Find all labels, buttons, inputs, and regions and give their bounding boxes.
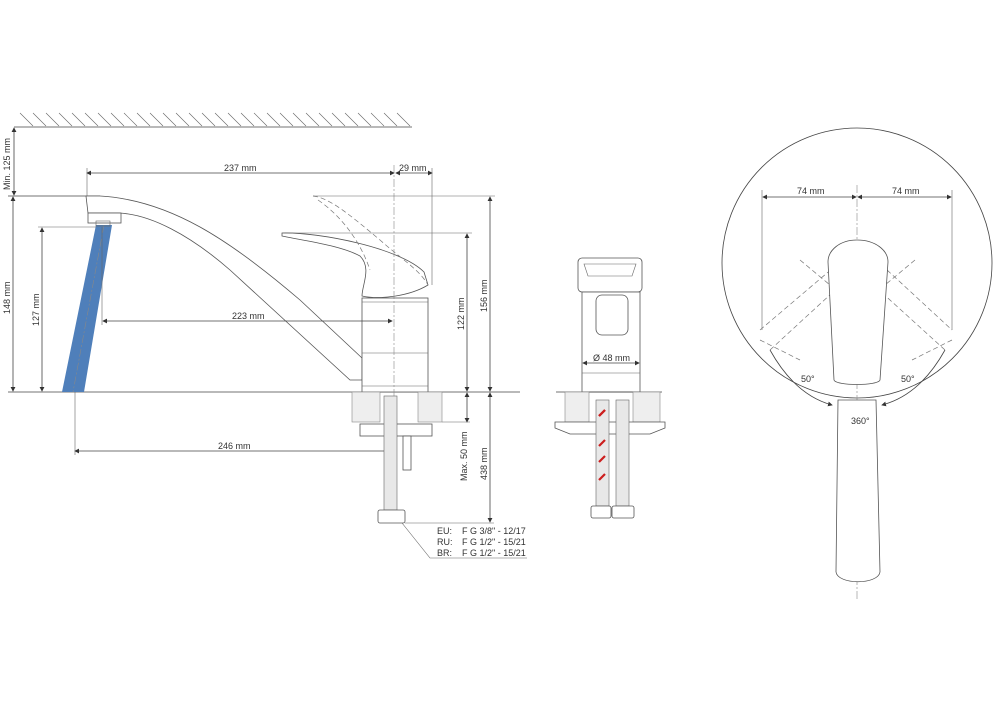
spec-value: F G 3/8" - 12/17 — [462, 526, 526, 536]
spec-value: F G 1/2" - 15/21 — [462, 548, 526, 558]
dim-min-clearance: Min. 125 mm — [2, 138, 12, 190]
dim-spout-reach: 237 mm — [224, 163, 257, 173]
side-view: Min. 125 mm 237 mm 29 mm 148 mm 127 mm 2… — [2, 112, 527, 559]
mounting-plate-front — [554, 421, 666, 435]
lever — [281, 232, 429, 298]
lever-raised-dashed — [312, 195, 429, 286]
hose-nut — [377, 509, 406, 524]
dim-base-reach: 246 mm — [218, 441, 251, 451]
water-stream — [62, 225, 112, 392]
dim-lever-offset: 29 mm — [399, 163, 427, 173]
handle-top — [835, 399, 881, 583]
lever-top — [827, 239, 889, 385]
rotation-label: 360° — [851, 416, 870, 426]
connection-specs: EU: F G 3/8" - 12/17 RU: F G 1/2" - 15/2… — [437, 526, 526, 558]
front-view: Ø 48 mm — [554, 257, 666, 519]
spec-region: BR: — [437, 548, 452, 558]
spec-region: EU: — [437, 526, 452, 536]
spec-value: F G 1/2" - 15/21 — [462, 537, 526, 547]
dim-hose-length: 438 mm — [479, 447, 489, 480]
dim-max-counter: Max. 50 mm — [459, 431, 469, 481]
dimension-lines — [10, 127, 495, 524]
dim-spout-height: 148 mm — [2, 281, 12, 314]
countertop-section — [351, 391, 381, 423]
ceiling-hatch — [14, 112, 412, 128]
aerator — [87, 212, 122, 224]
angle-right: 50° — [901, 374, 915, 384]
dim-lever-height: 122 mm — [456, 297, 466, 330]
dim-left-width: 74 mm — [797, 186, 825, 196]
dim-total-height: 156 mm — [479, 279, 489, 312]
dim-diameter: Ø 48 mm — [593, 353, 630, 363]
flex-hose — [383, 395, 398, 511]
hot-water-marks — [598, 409, 606, 481]
spec-region: RU: — [437, 537, 453, 547]
mounting-stud — [402, 435, 412, 471]
angle-left: 50° — [801, 374, 815, 384]
dim-right-width: 74 mm — [892, 186, 920, 196]
dim-stream-reach: 223 mm — [232, 311, 265, 321]
dim-aerator-height: 127 mm — [31, 293, 41, 326]
spout — [85, 195, 363, 381]
faucet-body — [361, 297, 429, 393]
top-view: 74 mm 74 mm 50° 50° 360° — [721, 127, 993, 600]
